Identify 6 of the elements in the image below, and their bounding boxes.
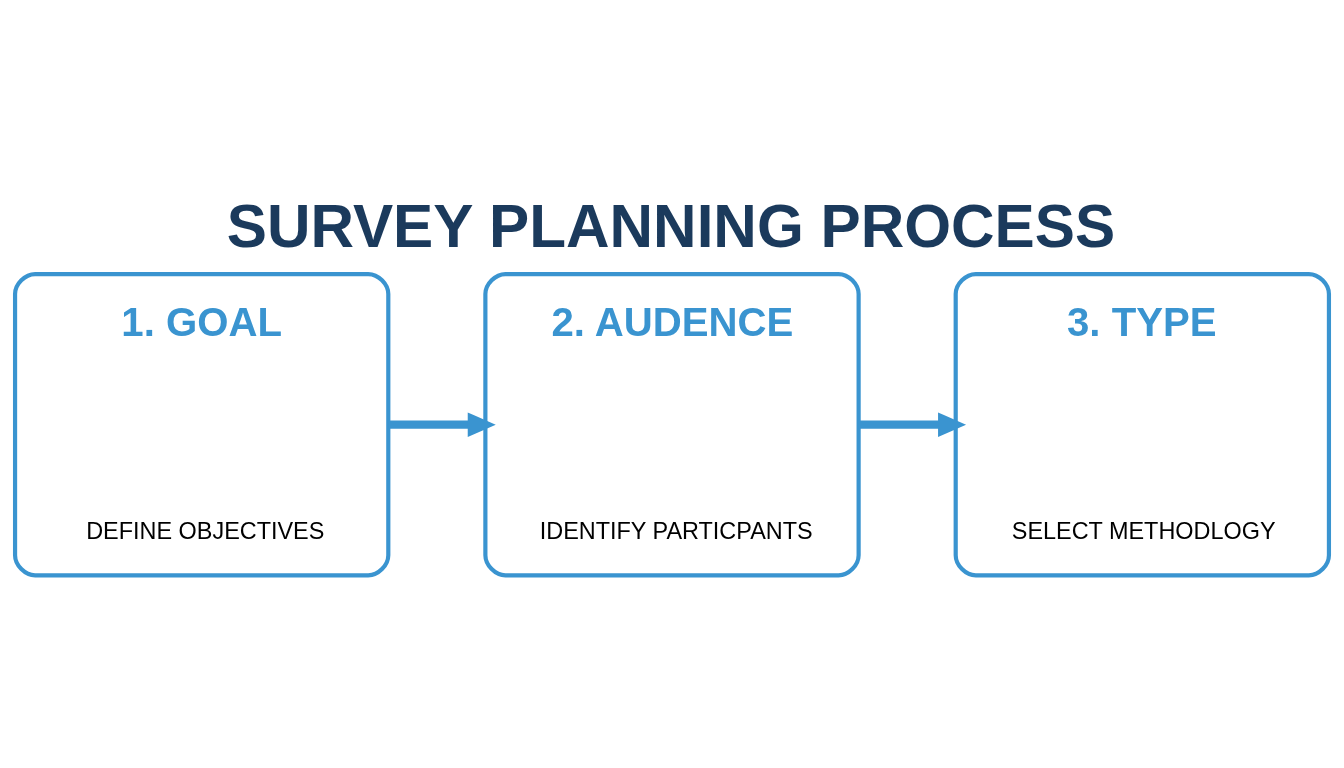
node-box: 2. AUDENCE IDENTIFY PARTICPANTS [483, 271, 861, 577]
node-box: 3. TYPE SELECT METHODLOGY [953, 271, 1332, 577]
node-box: 1. GOAL DEFINE OBJECTIVES [12, 271, 391, 577]
arrow [388, 411, 496, 437]
arrow [858, 411, 967, 437]
diagram-title: SURVEY PLANNING PROCESS [226, 191, 1116, 260]
